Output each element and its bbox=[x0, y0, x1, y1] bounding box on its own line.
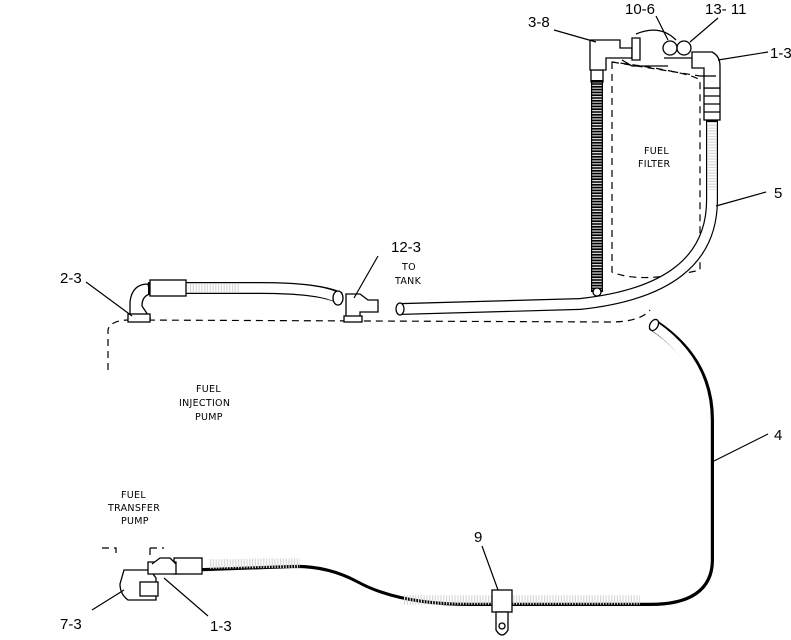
fitting-elbow-3-8 bbox=[589, 37, 641, 71]
label-injection-3: PUMP bbox=[195, 412, 223, 423]
label-to: TO bbox=[401, 262, 416, 273]
fitting-10-6 bbox=[621, 29, 677, 67]
hose-5 bbox=[395, 87, 721, 316]
callout-5: 5 bbox=[774, 185, 782, 202]
label-injection-2: INJECTION bbox=[179, 398, 230, 409]
fitting-elbow-1-3-top bbox=[691, 51, 721, 89]
fitting-13-11 bbox=[662, 40, 692, 59]
callout-1-3-bottom: 1-3 bbox=[210, 618, 232, 635]
callout-2-3: 2-3 bbox=[60, 270, 82, 287]
fitting-elbow-2-3 bbox=[127, 283, 152, 323]
callout-3-8: 3-8 bbox=[528, 14, 550, 31]
callout-13-11: 13- 11 bbox=[705, 1, 746, 18]
fuel-filter-outline bbox=[611, 61, 701, 279]
callout-4: 4 bbox=[774, 427, 782, 444]
callout-1-3-top: 1-3 bbox=[770, 45, 791, 62]
label-transfer-3: PUMP bbox=[121, 516, 149, 527]
hose-injection-to-tank bbox=[148, 279, 344, 306]
fuel-transfer-pump-outline bbox=[102, 547, 164, 560]
label-fuel-filter-2: FILTER bbox=[638, 159, 671, 170]
fitting-1-3-bottom bbox=[147, 557, 177, 575]
clip-9 bbox=[491, 589, 513, 636]
fitting-elbow-12-3 bbox=[343, 293, 379, 323]
label-fuel-filter-1: FUEL bbox=[644, 146, 669, 157]
label-transfer-2: TRANSFER bbox=[107, 503, 160, 514]
hose-3-8 bbox=[590, 69, 604, 297]
label-tank: TANK bbox=[394, 276, 422, 287]
label-injection-1: FUEL bbox=[196, 384, 221, 395]
fitting-elbow-7-3 bbox=[119, 569, 159, 601]
fuel-injection-pump-outline bbox=[107, 309, 651, 370]
callout-9: 9 bbox=[474, 529, 482, 546]
callout-12-3: 12-3 bbox=[391, 239, 421, 256]
callout-10-6: 10-6 bbox=[625, 1, 655, 18]
callout-7-3: 7-3 bbox=[60, 616, 82, 633]
label-transfer-1: FUEL bbox=[121, 490, 146, 501]
leader-lines bbox=[85, 15, 769, 617]
hose-4 bbox=[173, 318, 714, 606]
